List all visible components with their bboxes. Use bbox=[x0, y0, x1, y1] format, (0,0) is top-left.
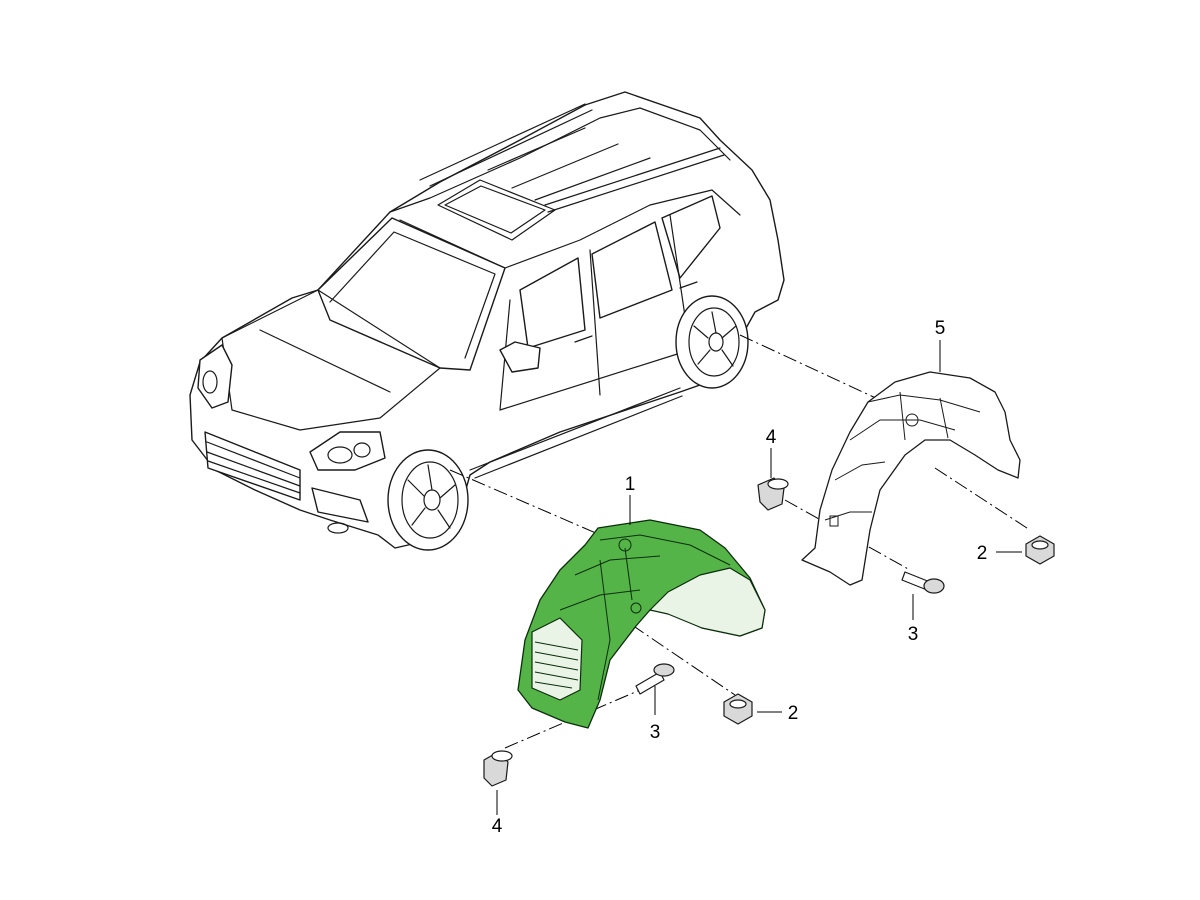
callout-front-screw: 3 bbox=[650, 722, 661, 743]
leader-lines bbox=[496, 340, 1022, 815]
rear-screw[interactable] bbox=[901, 571, 945, 594]
rear-clip[interactable] bbox=[757, 477, 789, 511]
callout-rear-nut: 2 bbox=[977, 543, 988, 564]
callout-rear-liner: 5 bbox=[935, 318, 946, 339]
front-nut[interactable] bbox=[723, 693, 753, 725]
callout-front-clip: 4 bbox=[492, 816, 503, 837]
rear-wheelhouse-liner[interactable] bbox=[801, 371, 1021, 586]
callout-front-liner: 1 bbox=[625, 474, 636, 495]
front-clip[interactable] bbox=[483, 750, 513, 787]
callout-front-nut: 2 bbox=[788, 703, 799, 724]
front-wheelhouse-liner[interactable] bbox=[517, 519, 766, 729]
rear-nut[interactable] bbox=[1025, 535, 1055, 565]
callout-labels: 1 3 2 4 4 3 2 5 bbox=[492, 318, 988, 837]
callout-rear-screw: 3 bbox=[908, 624, 919, 645]
vehicle-illustration bbox=[189, 91, 785, 551]
callout-rear-clip: 4 bbox=[766, 427, 777, 448]
front-screw[interactable] bbox=[635, 663, 675, 695]
